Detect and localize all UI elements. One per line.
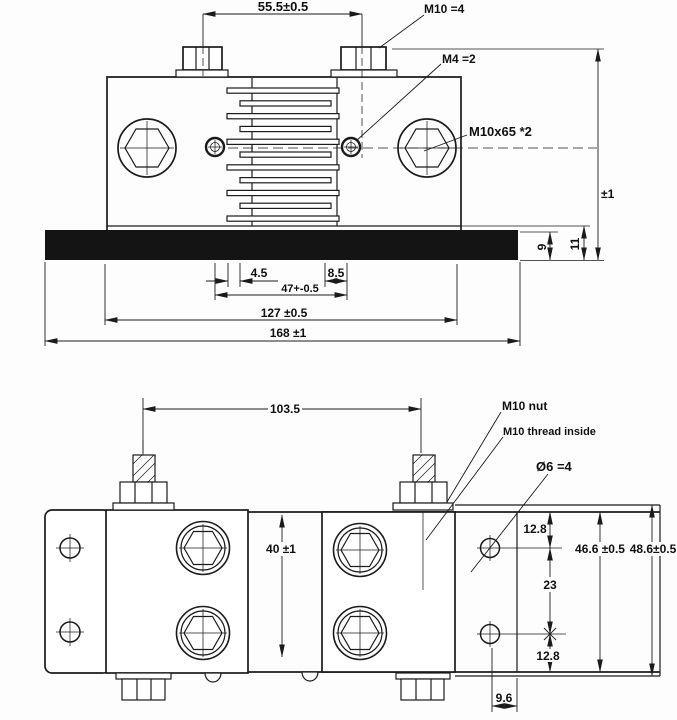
plan-dimension-lines [142, 398, 655, 712]
dimension-text-backgrounds [257, 402, 677, 662]
left-top-nut [175, 46, 229, 78]
callout-m10-nut: M10 nut [502, 399, 547, 413]
dim-overall-width: 168 ±1 [270, 326, 307, 340]
left-hex-bolt [117, 118, 177, 178]
dim-slot-width: 8.5 [328, 266, 345, 280]
right-stud [392, 454, 454, 590]
right-top-nut [330, 46, 398, 78]
dim-hole-spacing: 23 [543, 578, 557, 592]
dim-stud-spacing: 103.5 [270, 402, 300, 416]
callout-m10-thread: M10 thread inside [503, 426, 596, 438]
dim-height-tolerance: ±1 [601, 187, 615, 201]
dim-plate-width: 46.6 ±0.5 [575, 542, 625, 556]
right-bottom-nut [395, 672, 451, 701]
right-m4-screw [340, 136, 362, 158]
dim-bolt-spacing: 55.5±0.5 [258, 0, 309, 14]
left-terminal-block [105, 509, 249, 674]
left-flange [44, 509, 111, 674]
dim-step-height: 11 [568, 237, 582, 250]
dim-hole-offset: 9.6 [496, 691, 513, 705]
front-dimension-lines [44, 11, 604, 346]
callout-m4-screws: M4 =2 [442, 52, 476, 66]
left-m4-screw [204, 136, 226, 158]
element-tab-left [204, 672, 222, 683]
dim-slot-depth: 4.5 [251, 266, 268, 280]
plan-view: 103.5 M10 nut M10 thread inside Ø6 =4 12… [44, 398, 677, 712]
shunt-body-outline [106, 76, 590, 230]
dim-element-width: 40 ±1 [266, 542, 296, 556]
element-tab-right [301, 671, 319, 682]
front-view: 55.5±0.5 M10 =4 M4 =2 M10x65 *2 ±1 11 9 … [44, 0, 615, 346]
right-terminal-block [321, 511, 456, 673]
dim-edge-to-hole-bottom: 12.8 [536, 649, 560, 663]
plan-hex-bolts [175, 520, 388, 661]
left-bottom-nut [115, 672, 172, 701]
busbar-front [45, 230, 518, 260]
callout-m10x65: M10x65 *2 [469, 124, 532, 139]
resistance-element-fins [226, 87, 340, 222]
dim-plate-overall-width: 48.6±0.5 [630, 542, 677, 556]
dim-screw-spacing: 47+-0.5 [281, 283, 319, 295]
callout-hole-diameter: Ø6 =4 [536, 459, 573, 474]
plate-holes [477, 535, 503, 647]
dim-busbar-thickness: 9 [535, 243, 549, 250]
dim-body-width: 127 ±0.5 [261, 306, 308, 320]
callout-m10-bolts: M10 =4 [424, 2, 465, 16]
dim-edge-to-hole-top: 12.8 [523, 522, 547, 536]
left-stud [112, 440, 175, 511]
